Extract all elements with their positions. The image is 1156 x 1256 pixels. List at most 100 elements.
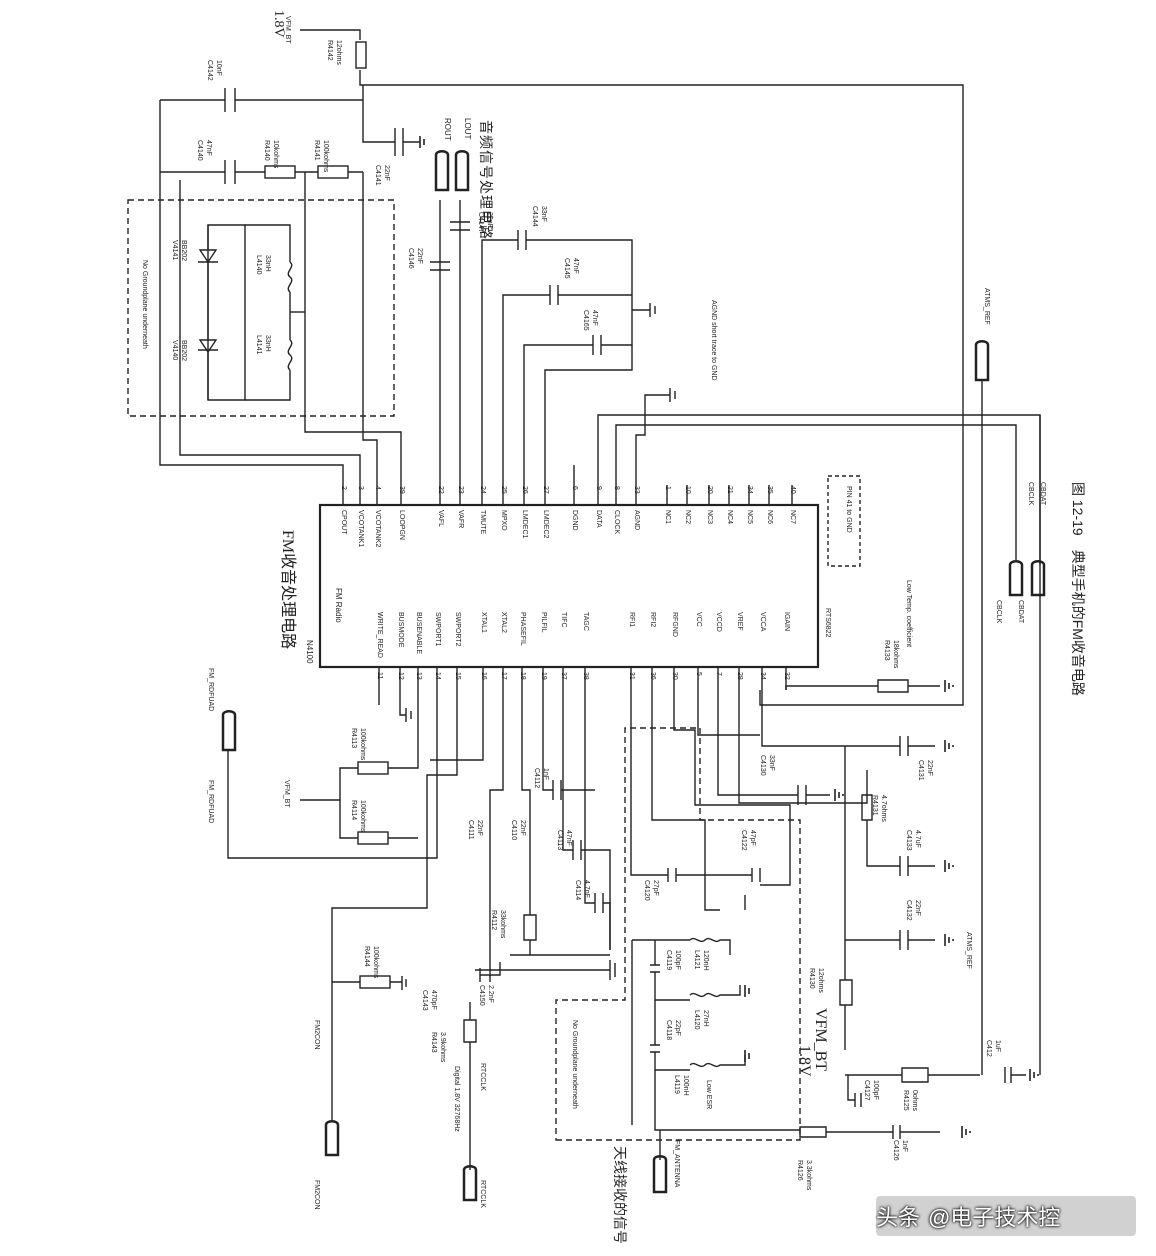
ic-pin-name: VAFL: [437, 510, 444, 527]
ic-pin-number: 1: [664, 486, 671, 490]
component-ref-c4120: C4120: [643, 880, 650, 901]
ic-designator: N4100: [305, 640, 314, 664]
component-ref-r4131: R4131: [871, 795, 878, 816]
label-rout: ROUT: [443, 118, 452, 141]
ic-pin-name: AGND: [633, 510, 640, 531]
component-value-c4143: 470pF: [430, 990, 437, 1010]
label-fm-antenna: FM_ANTENNA: [673, 1140, 680, 1188]
ic-pin-name: LMDEC2: [542, 510, 549, 539]
component-value-c4111: 22nF: [476, 820, 483, 836]
component-value-c412x: 1uF: [994, 1040, 1001, 1053]
component-ref-r4133: R4133: [883, 640, 890, 661]
component-value-c4144: 33nF: [540, 206, 547, 222]
ic-pin-name: NC6: [766, 510, 773, 525]
ic-pin-name: NC3: [706, 510, 713, 525]
ic-pin-name: DGND: [571, 510, 578, 531]
component-value-c4119: 100pF: [674, 950, 681, 970]
ic-pin-name: XTAL1: [480, 612, 487, 633]
component-value-c4120: 27pF: [652, 880, 659, 896]
component-value-c4110: 22nF: [519, 820, 526, 836]
ic-pin-name: NC7: [789, 510, 796, 525]
ic-pin-number: 5: [695, 672, 702, 676]
component-ref-l4121: L4121: [693, 950, 700, 970]
component-ref-v4140: V4140: [171, 340, 178, 361]
ic-pin-number: 18: [519, 672, 526, 680]
component-ref-c4150: C4150: [478, 985, 485, 1006]
ic-pin-name: RFI1: [628, 612, 635, 628]
ic-body: [318, 503, 820, 669]
ic-pin-name: VCCD: [715, 612, 722, 632]
component-value-c4141: 22nF: [383, 165, 390, 181]
ic-pin-name: DATA: [595, 510, 602, 528]
component-value-c4150: 2.2nF: [487, 985, 494, 1003]
component-ref-c4130: C4130: [759, 755, 766, 776]
component-value-c4133: 4.7uF: [914, 830, 921, 848]
note-agnd: AGND short trace to GND: [710, 300, 717, 381]
ic-pin-name: PHASEFIL: [519, 612, 526, 646]
label-cbdat-a: CBDAT: [1039, 482, 1046, 506]
component-value-c4165: 47nF: [591, 310, 598, 326]
ic-pin-name: TIFC: [560, 612, 567, 628]
ic-pin-name: NC4: [726, 510, 733, 525]
ic-pin-name: VREF: [736, 612, 743, 631]
ic-pin-name: VCOTANK2: [374, 510, 381, 548]
supply-top-net: VFM_BT: [284, 16, 291, 44]
watermark-backdrop: [876, 1196, 1136, 1236]
component-ref-c4111: C4111: [467, 820, 474, 840]
component-ref-c4146: C4146: [407, 248, 414, 269]
component-ref-c4110: C4110: [510, 820, 517, 841]
component-ref-r4113: R4113: [350, 728, 357, 749]
ic-pin-number: 32: [783, 672, 790, 680]
component-ref-c4131: C4131: [917, 760, 924, 781]
bottom-pin-stubs: [378, 667, 787, 690]
ic-pin-number: 14: [434, 672, 441, 680]
label-antenna-signal: 天线接收的信号: [612, 1146, 628, 1244]
supply-left-net: VFM_BT: [283, 780, 290, 808]
component-value-r4133: 18kohms: [892, 640, 899, 669]
ic-pin-number: 20: [706, 486, 713, 494]
ic-pin-number: 22: [437, 486, 444, 494]
component-ref-c4140: C4140: [196, 140, 203, 161]
ic-pin-number: 34: [746, 486, 753, 494]
ic-pin-number: 39: [398, 486, 405, 494]
ic-title: FM收音处理电路: [279, 530, 296, 650]
ic-pin-name: VAFR: [457, 510, 464, 529]
component-value-l4121: 120nH: [702, 950, 709, 971]
component-ref-r4130: R4130: [808, 968, 815, 989]
ic-pin-number: 19: [540, 672, 547, 680]
component-value-c4130: 33nF: [768, 755, 775, 771]
component-ref-r4125: R4125: [902, 1090, 909, 1111]
ic-pin-name: RFGND: [671, 612, 678, 637]
ic-pin-name: BUSMODE: [397, 612, 404, 648]
watermark-account: @电子技术控: [928, 1205, 1061, 1230]
component-value-l4119: 100nH: [682, 1075, 689, 1096]
component-ref-c412x: C412: [985, 1040, 992, 1057]
component-value-l4120: 27nH: [702, 1010, 709, 1027]
top-pin-stubs: [342, 485, 793, 505]
ic-pin-number: 23: [457, 486, 464, 494]
component-ref-c4145: C4145: [563, 258, 570, 279]
label-cbclk-a: CBCLK: [1027, 482, 1034, 506]
note-no-ground-top: No Groundplane underneath: [141, 260, 148, 349]
ic-pin-number: 37: [560, 672, 567, 680]
ic-pin-name: PILFIL: [540, 612, 547, 633]
ic-pin-number: 4: [374, 486, 381, 490]
ic-pin-number: 15: [454, 672, 461, 680]
component-value-l4140: 33nH: [264, 255, 271, 272]
component-value-r4112: 33kohms: [499, 910, 506, 939]
component-ref-c4119: C4119: [665, 950, 672, 971]
ic-pin-number: 31: [628, 672, 635, 680]
ic-pin-number: 12: [397, 672, 404, 680]
ic-pin-name: MPXO: [500, 510, 507, 531]
component-value-c4122: 47pF: [749, 830, 756, 846]
component-value-c4118: 22pF: [674, 1020, 681, 1036]
component-ref-l4140: L4140: [255, 255, 262, 275]
note-low-esr: Low ESR: [705, 1080, 712, 1110]
component-ref-c4126: C4126: [892, 1140, 899, 1161]
ic-pin-name: VCC: [695, 612, 702, 627]
component-value-r4130: 12ohms: [817, 968, 824, 993]
component-value-c4145: 47nF: [572, 258, 579, 274]
component-value-c4113: 47nF: [565, 830, 572, 846]
component-value-c4114: 4.7nF: [583, 880, 590, 898]
